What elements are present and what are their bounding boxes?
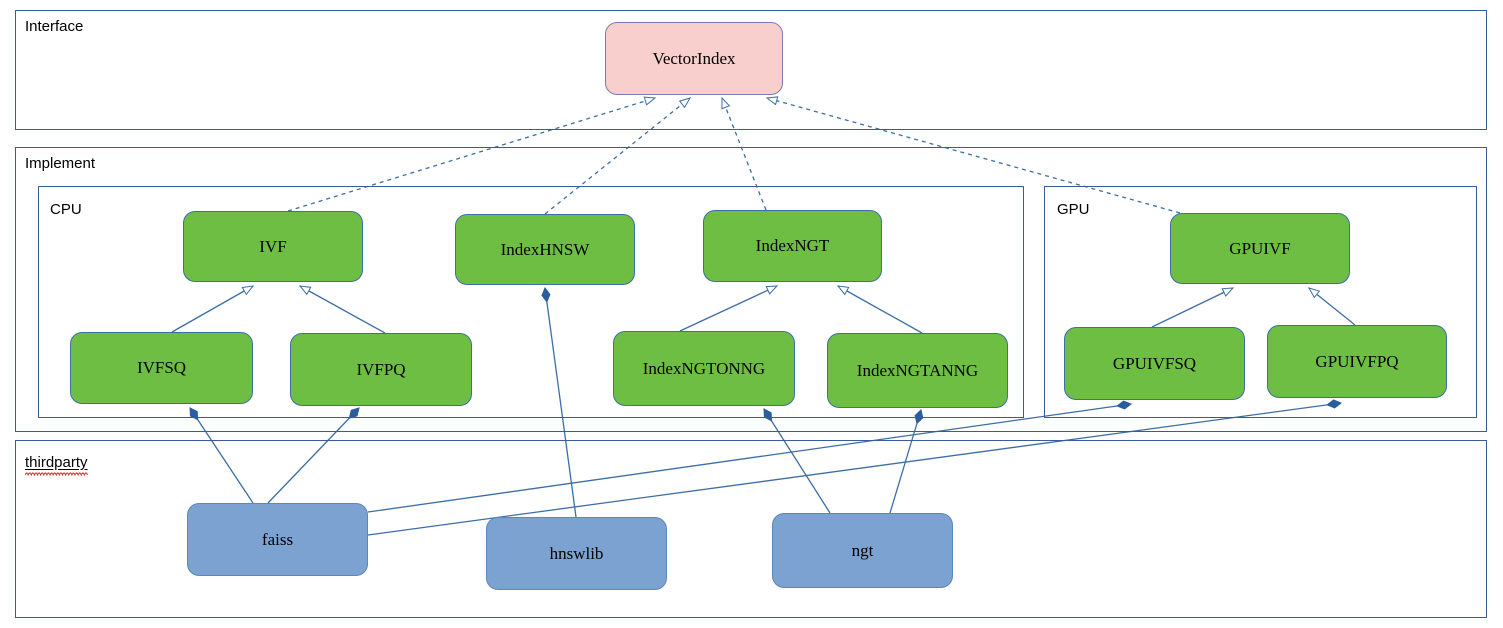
class-node-ivfpq[interactable]: IVFPQ bbox=[290, 333, 472, 406]
class-node-gpuivfsq[interactable]: GPUIVFSQ bbox=[1064, 327, 1245, 400]
class-node-label: hnswlib bbox=[549, 543, 604, 563]
class-node-indexngt[interactable]: IndexNGT bbox=[703, 210, 882, 282]
class-node-gpuivfpq[interactable]: GPUIVFPQ bbox=[1267, 325, 1447, 398]
group-box-gpu bbox=[1044, 186, 1477, 418]
group-box-thirdparty bbox=[15, 440, 1487, 618]
group-label-cpu: CPU bbox=[50, 201, 82, 218]
class-node-label: IVFPQ bbox=[356, 359, 406, 379]
class-node-label: ngt bbox=[851, 540, 874, 560]
class-node-indexngtonng[interactable]: IndexNGTONNG bbox=[613, 331, 795, 406]
class-node-label: GPUIVFSQ bbox=[1112, 353, 1197, 373]
class-node-vectorindex[interactable]: VectorIndex bbox=[605, 22, 783, 95]
group-label-gpu: GPU bbox=[1057, 201, 1090, 218]
class-node-label: IVF bbox=[259, 236, 287, 256]
group-label-interface: Interface bbox=[25, 18, 84, 35]
class-node-indexhnsw[interactable]: IndexHNSW bbox=[455, 214, 635, 285]
class-node-ivf[interactable]: IVF bbox=[183, 211, 363, 282]
class-node-ivfsq[interactable]: IVFSQ bbox=[70, 332, 253, 404]
class-node-label: GPUIVFPQ bbox=[1315, 351, 1399, 371]
class-node-indexngtanng[interactable]: IndexNGTANNG bbox=[827, 333, 1008, 408]
class-node-label: IndexNGTONNG bbox=[642, 358, 766, 378]
group-label-thirdparty: thirdparty bbox=[25, 455, 88, 476]
class-node-ngt[interactable]: ngt bbox=[772, 513, 953, 588]
group-label-implement: Implement bbox=[25, 155, 96, 172]
group-box-interface bbox=[15, 10, 1487, 130]
class-node-label: faiss bbox=[261, 529, 294, 549]
class-node-label: IVFSQ bbox=[136, 358, 187, 377]
group-box-cpu bbox=[38, 186, 1024, 418]
group-box-implement bbox=[15, 147, 1487, 432]
class-node-label: IndexHNSW bbox=[500, 239, 590, 259]
class-node-faiss[interactable]: faiss bbox=[187, 503, 368, 576]
class-node-hnswlib[interactable]: hnswlib bbox=[486, 517, 667, 590]
class-node-label: IndexNGT bbox=[755, 236, 830, 255]
class-node-label: GPUIVF bbox=[1229, 238, 1291, 258]
class-node-label: IndexNGTANNG bbox=[856, 360, 979, 380]
class-node-gpuivf[interactable]: GPUIVF bbox=[1170, 213, 1350, 284]
class-node-label: VectorIndex bbox=[652, 48, 736, 68]
